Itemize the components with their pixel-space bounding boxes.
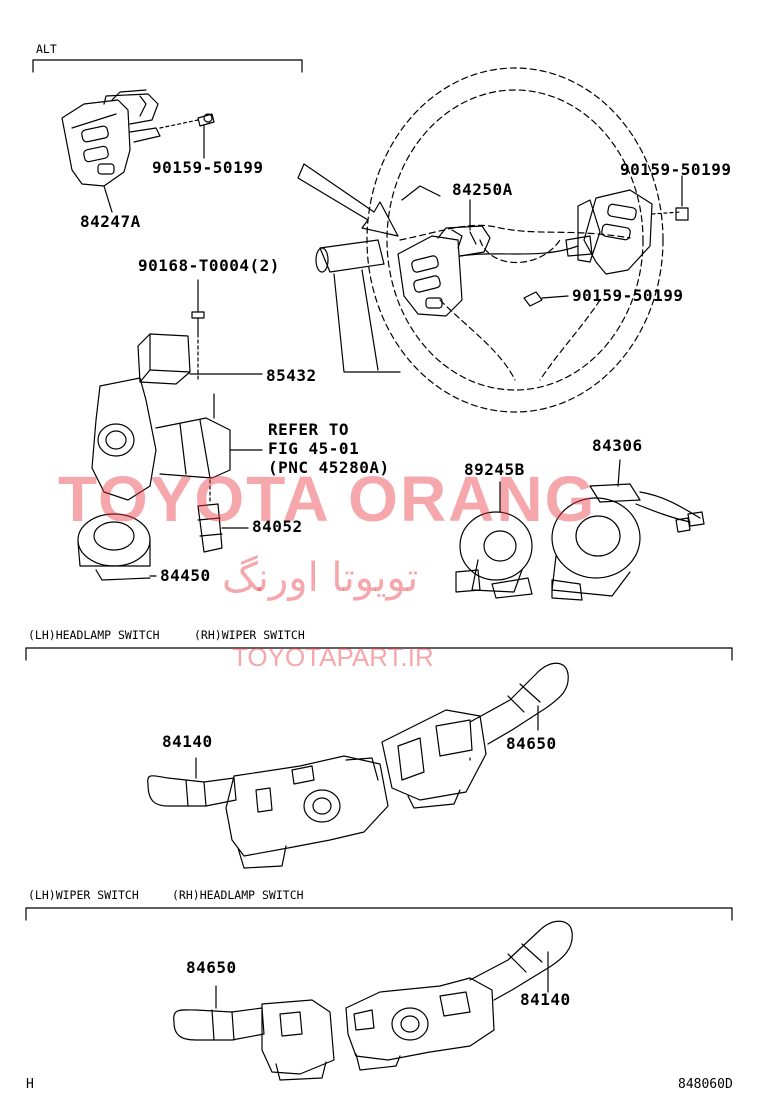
part-label-84650-top[interactable]: 84650 <box>506 734 557 753</box>
refer-note-line-3[interactable]: (PNC 45280A) <box>268 458 390 477</box>
part-label-84140-top[interactable]: 84140 <box>162 732 213 751</box>
section-rh-wiper-label: (RH)WIPER SWITCH <box>194 628 305 642</box>
part-label-90159-50199-b[interactable]: 90159-50199 <box>620 160 732 179</box>
section-bracket-top <box>25 647 733 661</box>
bolt-90168-drawing <box>191 279 205 381</box>
refer-note-line-1: REFER TO <box>268 420 350 439</box>
alt-bracket <box>32 59 303 73</box>
watermark-brand: TOYOTA ORANG <box>58 463 597 535</box>
section-bracket-bottom <box>25 907 733 921</box>
steering-switch-right-drawing <box>565 175 689 275</box>
part-label-84140-bottom[interactable]: 84140 <box>520 990 571 1009</box>
part-label-89245b[interactable]: 89245B <box>464 460 525 479</box>
section-rh-headlamp-label: (RH)HEADLAMP SWITCH <box>172 888 304 902</box>
part-label-84052[interactable]: 84052 <box>252 517 303 536</box>
direction-arrow <box>297 163 399 237</box>
diagram-code: 848060D <box>678 1077 733 1092</box>
steering-lock-housing-drawing <box>91 377 263 505</box>
refer-note-line-2[interactable]: FIG 45-01 <box>268 439 360 458</box>
steering-column-drawing <box>315 185 441 373</box>
part-label-84250a[interactable]: 84250A <box>452 180 513 199</box>
part-label-90159-50199-c[interactable]: 90159-50199 <box>572 286 684 305</box>
section-lh-headlamp-label: (LH)HEADLAMP SWITCH <box>28 628 160 642</box>
part-label-85432[interactable]: 85432 <box>266 366 317 385</box>
steering-switch-84247a-drawing <box>61 89 215 213</box>
section-lh-wiper-label: (LH)WIPER SWITCH <box>28 888 139 902</box>
part-label-90168-t0004[interactable]: 90168-T0004(2) <box>138 256 280 275</box>
sensor-89245b-drawing <box>455 481 533 599</box>
switch-84052-drawing <box>197 503 249 553</box>
steering-wheel-drawing <box>366 67 664 413</box>
part-label-84450[interactable]: 84450 <box>160 566 211 585</box>
footer-left-mark: H <box>26 1077 34 1092</box>
screw-90159-lower <box>523 291 569 307</box>
ecu-85432-drawing <box>137 333 263 385</box>
ignition-ring-84450-drawing <box>77 513 157 581</box>
combination-switch-bottom-drawing <box>173 920 573 1081</box>
part-label-84650-bottom[interactable]: 84650 <box>186 958 237 977</box>
spiral-cable-84306-drawing <box>551 459 705 601</box>
part-label-84247a[interactable]: 84247A <box>80 212 141 231</box>
steering-switch-84250a-drawing <box>397 199 579 317</box>
watermark-site: TOYOTAPART.IR <box>232 642 434 672</box>
combination-switch-top-drawing <box>147 662 569 869</box>
leader-lines <box>213 393 471 761</box>
watermark-brand-persian: تویوتا اورنگ <box>222 555 419 601</box>
part-label-90159-50199-a[interactable]: 90159-50199 <box>152 158 264 177</box>
part-label-84306[interactable]: 84306 <box>592 436 643 455</box>
section-alt-label: ALT <box>36 42 57 56</box>
